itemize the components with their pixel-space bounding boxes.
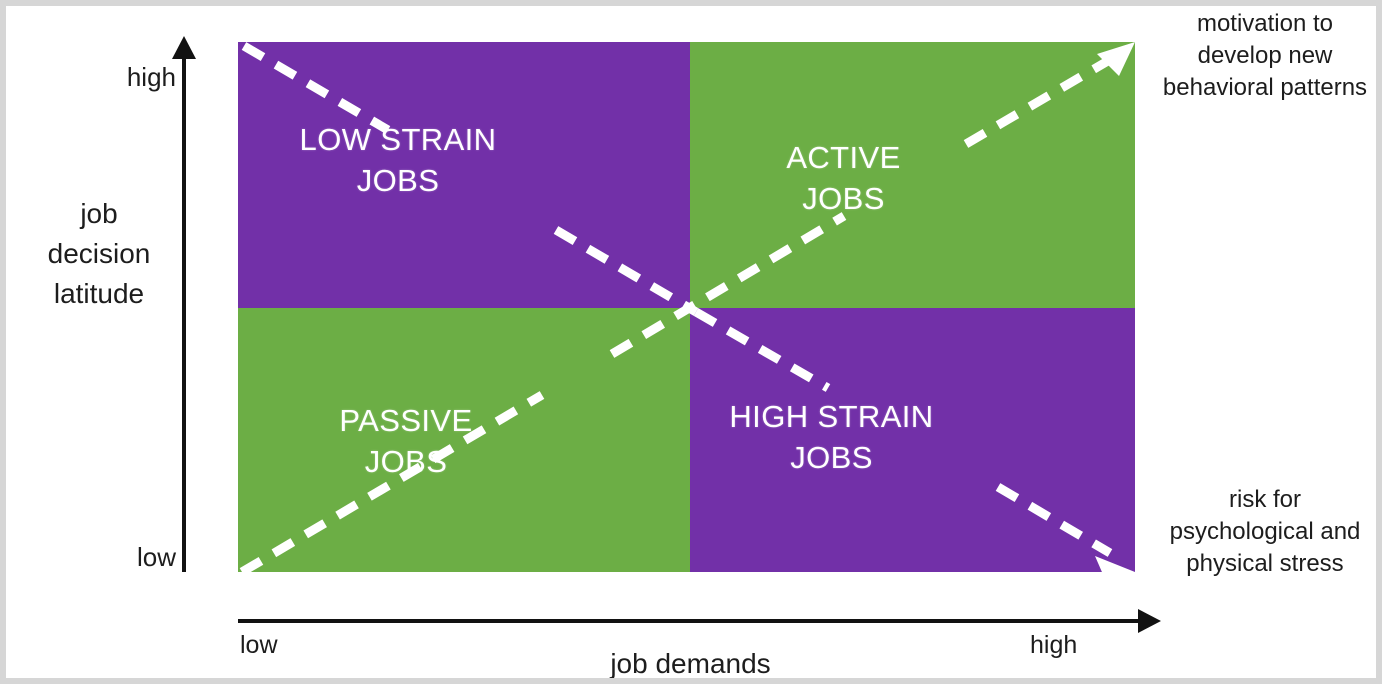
annotation-motivation: motivation to develop new behavioral pat… [1162, 10, 1368, 101]
x-axis-low-label: low [240, 631, 278, 659]
y-axis-title: job decision latitude [47, 198, 151, 309]
quadrant-matrix: LOW STRAIN JOBS ACTIVE JOBS PASSIVE JOBS… [238, 42, 1135, 572]
quadrant-high-strain-jobs[interactable]: HIGH STRAIN JOBS [690, 308, 1135, 572]
x-axis-arrow-icon [1138, 609, 1161, 633]
quadrant-label-active-jobs: ACTIVE JOBS [786, 140, 901, 216]
quadrant-low-strain-jobs[interactable]: LOW STRAIN JOBS [238, 42, 690, 308]
quadrant-passive-jobs[interactable]: PASSIVE JOBS [238, 308, 690, 572]
figure-stage: LOW STRAIN JOBS ACTIVE JOBS PASSIVE JOBS… [6, 6, 1376, 678]
x-axis-high-label: high [1030, 631, 1078, 659]
annotation-risk: risk for psychological and physical stre… [1169, 486, 1361, 577]
y-axis-low-label: low [136, 542, 176, 572]
quadrant-active-jobs[interactable]: ACTIVE JOBS [690, 42, 1135, 308]
x-axis-line [238, 619, 1143, 623]
y-axis-arrow-icon [172, 36, 196, 59]
y-axis-high-label: high [126, 62, 176, 92]
y-axis-line [182, 52, 186, 572]
quadrant-label-low-strain-jobs: LOW STRAIN JOBS [299, 122, 497, 198]
quadrant-label-high-strain-jobs: HIGH STRAIN JOBS [729, 399, 934, 475]
x-axis-title: job demands [610, 648, 771, 679]
quadrant-label-passive-jobs: PASSIVE JOBS [339, 403, 473, 479]
